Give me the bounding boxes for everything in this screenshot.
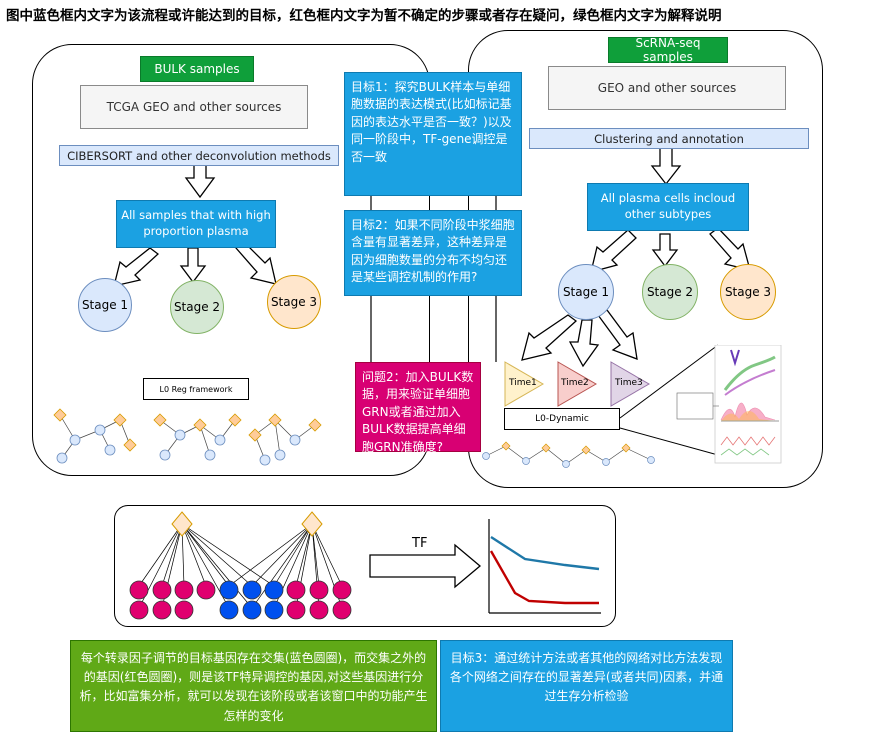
tf-2-diamond <box>301 511 323 537</box>
bulk-source-box: TCGA GEO and other sources <box>80 85 308 129</box>
goal-3-box: 目标3：通过统计方法或者其他的网络对比方法发现各个网络之间存在的显著差异(或者共… <box>440 640 733 732</box>
time-1-label: Time1 <box>509 378 537 388</box>
scrna-stage-1: Stage 1 <box>558 264 614 320</box>
time-2-label: Time2 <box>561 378 589 388</box>
scrna-stage-2: Stage 2 <box>642 264 698 320</box>
dynamic-figure-thumbnail <box>675 344 783 465</box>
chart-series-blue <box>490 535 600 571</box>
tf-target-network <box>129 511 352 620</box>
chart-series-red <box>489 550 599 605</box>
scrna-samples-label: ScRNA-seq samples <box>608 36 728 64</box>
scrna-stage-3: Stage 3 <box>720 264 776 320</box>
explanation-box: 每个转录因子调节的目标基因存在交集(蓝色圆圈)，而交集之外的的基因(红色圆圈)，… <box>70 640 437 732</box>
time-arrows <box>521 309 638 368</box>
tf-label: TF <box>412 536 428 551</box>
tf-1-diamond <box>171 511 193 537</box>
goal-2-box: 目标2：如果不同阶段中浆细胞含量有显著差异，这种差异是因为细胞数量的分布不均匀还… <box>344 210 522 296</box>
goal-1-box: 目标1：探究BULK样本与单细胞数据的表达模式(比如标记基因的表达水平是否一致？… <box>344 72 522 196</box>
page-title: 图中蓝色框内文字为该流程或许能达到的目标，红色框内文字为暂不确定的步骤或者存在疑… <box>6 8 722 24</box>
bulk-samples-label: BULK samples <box>140 56 254 82</box>
network-panel <box>114 505 616 627</box>
bulk-stage-arrows <box>113 241 277 287</box>
question-2-box: 问题2：加入BULK数据，用来验证单细胞GRN或者通过加入BULK数据提高单细胞… <box>355 362 481 454</box>
time-triangles <box>504 361 650 407</box>
tf-arrow <box>369 543 482 589</box>
bulk-selection-box: All samples that with high proportion pl… <box>116 200 276 248</box>
time-3-label: Time3 <box>615 378 643 388</box>
bulk-stage-1: Stage 1 <box>78 278 132 332</box>
scrna-method-box: Clustering and annotation <box>529 128 809 149</box>
tf-line-chart <box>488 519 601 614</box>
bulk-down-arrow <box>184 163 216 199</box>
scrna-source-box: GEO and other sources <box>548 66 786 110</box>
bulk-framework-label: L0 Reg framework <box>143 378 249 400</box>
bulk-stage-2: Stage 2 <box>170 280 224 334</box>
bulk-stage-3: Stage 3 <box>267 275 321 329</box>
scrna-selection-box: All plasma cells incloud other subtypes <box>587 183 749 231</box>
l0-dynamic-label: L0-Dynamic <box>504 408 620 430</box>
bulk-mini-networks <box>53 408 322 466</box>
bulk-method-box: CIBERSORT and other deconvolution method… <box>59 145 339 166</box>
scrna-arrows <box>590 144 751 273</box>
scrna-mini-network <box>482 441 655 468</box>
